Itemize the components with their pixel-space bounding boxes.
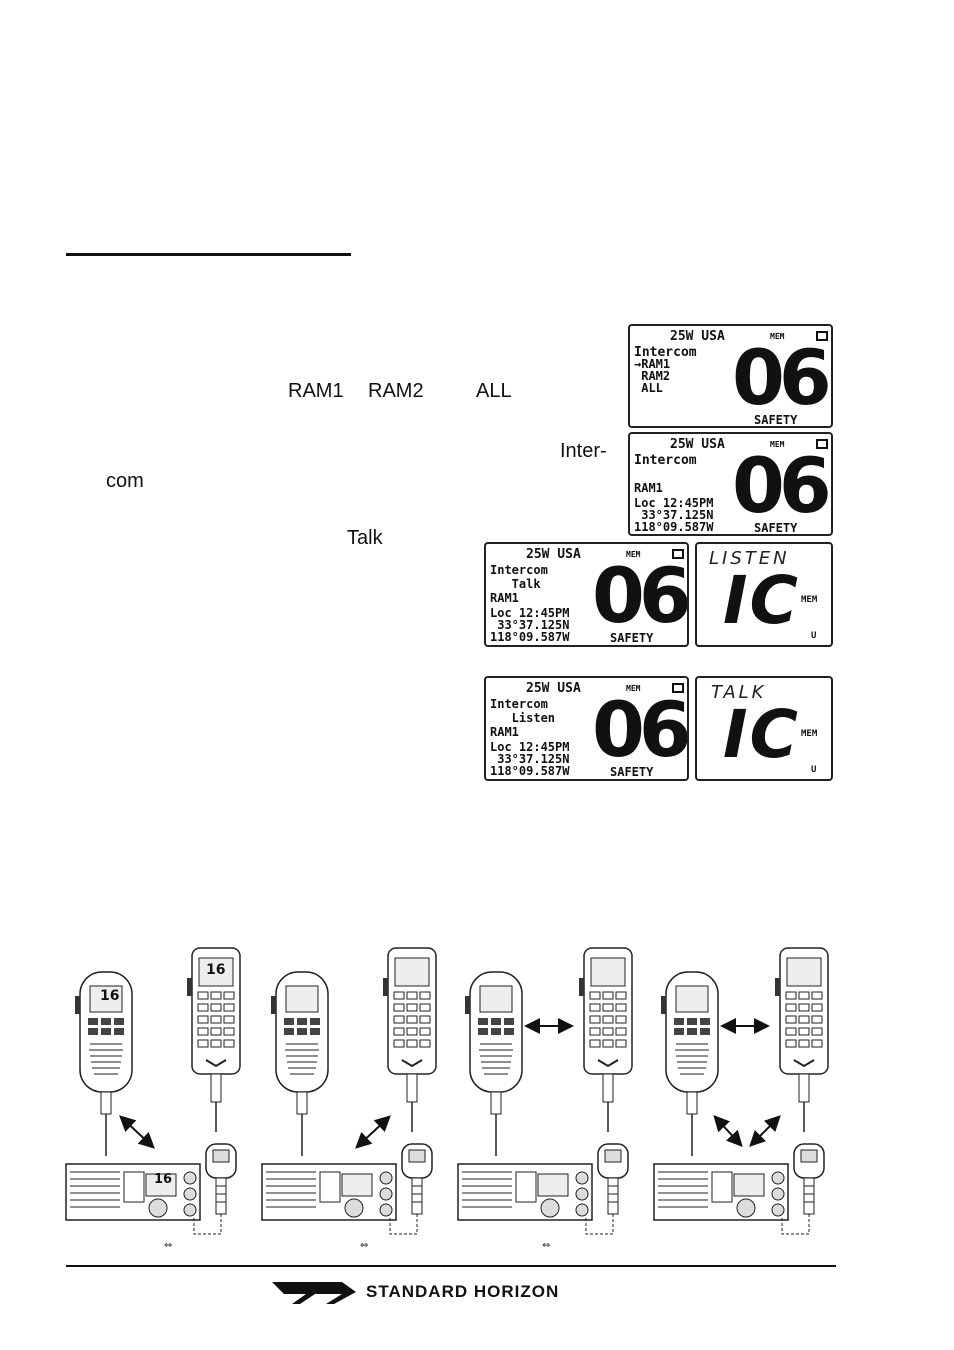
lcd-header: 25W USA	[526, 547, 581, 562]
lcd-line: Loc 12:45PM	[490, 740, 570, 754]
ram-lcd-mode: TALK	[711, 682, 767, 703]
lcd-footer: SAFETY	[754, 521, 798, 535]
lcd-line: RAM1	[490, 591, 519, 605]
lcd-line: Intercom	[490, 563, 548, 577]
lcd-intercom-listen: 25W USA MEM Intercom Listen RAM1 Loc 12:…	[484, 676, 689, 781]
com-label: com	[106, 470, 144, 492]
section-rule	[66, 253, 351, 256]
lcd-line: Intercom	[634, 453, 697, 468]
lcd-intercom-menu: 25W USA MEM Intercom →RAM1 RAM2 ALL 06 S…	[628, 324, 833, 428]
ram-lcd-power: U	[811, 765, 817, 775]
lcd-footer: SAFETY	[610, 765, 654, 779]
ram-lcd-mem: MEM	[801, 729, 818, 739]
inter-label: Inter-	[560, 440, 607, 462]
ram1-label: RAM1	[288, 380, 344, 402]
scan-icon	[672, 549, 684, 559]
lcd-mem: MEM	[626, 550, 641, 559]
lcd-line: 118°09.587W	[490, 764, 570, 778]
lcd-header: 25W USA	[526, 681, 581, 696]
lcd-line: 118°09.587W	[490, 630, 570, 644]
lcd-channel: 06	[732, 333, 831, 422]
lcd-line: 33°37.125N	[634, 508, 714, 522]
standard-horizon-logo-icon	[272, 1282, 356, 1304]
lcd-header: 25W USA	[670, 329, 725, 344]
caption-arrow: ⇔	[542, 1240, 551, 1251]
all-label: ALL	[476, 380, 512, 402]
ram2-label: RAM2	[368, 380, 424, 402]
lcd-mem: MEM	[626, 684, 641, 693]
ram-lcd-power: U	[811, 631, 817, 641]
ram-lcd-channel: IC	[723, 562, 800, 639]
base-screen-channel: 16	[154, 1172, 173, 1187]
lcd-line: RAM1	[634, 481, 663, 495]
lcd-channel: 06	[592, 551, 687, 640]
caption-arrow: ⇔	[360, 1240, 369, 1251]
lcd-line: Talk	[490, 577, 541, 591]
ram-lcd-mem: MEM	[801, 595, 818, 605]
talk-label: Talk	[347, 527, 383, 549]
scan-icon	[816, 439, 828, 449]
lcd-menu-item: →RAM1	[634, 357, 671, 371]
lcd-mem: MEM	[770, 332, 785, 341]
lcd-line: 118°09.587W	[634, 520, 714, 534]
lcd-menu-item: RAM2	[634, 369, 671, 383]
footer-rule	[66, 1265, 836, 1267]
lcd-footer: SAFETY	[754, 413, 798, 427]
brand-name: STANDARD HORIZON	[366, 1282, 560, 1301]
lcd-footer: SAFETY	[610, 631, 654, 645]
intercom-diagram	[65, 947, 829, 1235]
ram-lcd-talk: TALK IC MEM U	[695, 676, 833, 781]
lcd-menu-item: ALL	[634, 381, 663, 395]
ram-lcd-listen: LISTEN IC MEM U	[695, 542, 833, 647]
lcd-line: 33°37.125N	[490, 618, 570, 632]
handset-screen-channel: 16	[206, 962, 226, 978]
lcd-line: RAM1	[490, 725, 519, 739]
lcd-header: 25W USA	[670, 437, 725, 452]
lcd-line: Intercom	[490, 697, 548, 711]
mic-screen-channel: 16	[100, 988, 120, 1004]
lcd-mem: MEM	[770, 440, 785, 449]
lcd-menu-title: Intercom	[634, 345, 697, 360]
lcd-line: Listen	[490, 711, 556, 725]
lcd-line: 33°37.125N	[490, 752, 570, 766]
ram-lcd-mode: LISTEN	[709, 548, 790, 569]
caption-arrow: ⇔	[164, 1240, 173, 1251]
lcd-channel: 06	[732, 441, 831, 530]
lcd-channel: 06	[592, 685, 687, 774]
lcd-line: Loc 12:45PM	[634, 496, 714, 510]
lcd-intercom-talk: 25W USA MEM Intercom Talk RAM1 Loc 12:45…	[484, 542, 689, 647]
scan-icon	[672, 683, 684, 693]
lcd-line: Loc 12:45PM	[490, 606, 570, 620]
ram-lcd-channel: IC	[723, 696, 800, 773]
scan-icon	[816, 331, 828, 341]
lcd-intercom-ram1: 25W USA MEM Intercom RAM1 Loc 12:45PM 33…	[628, 432, 833, 536]
